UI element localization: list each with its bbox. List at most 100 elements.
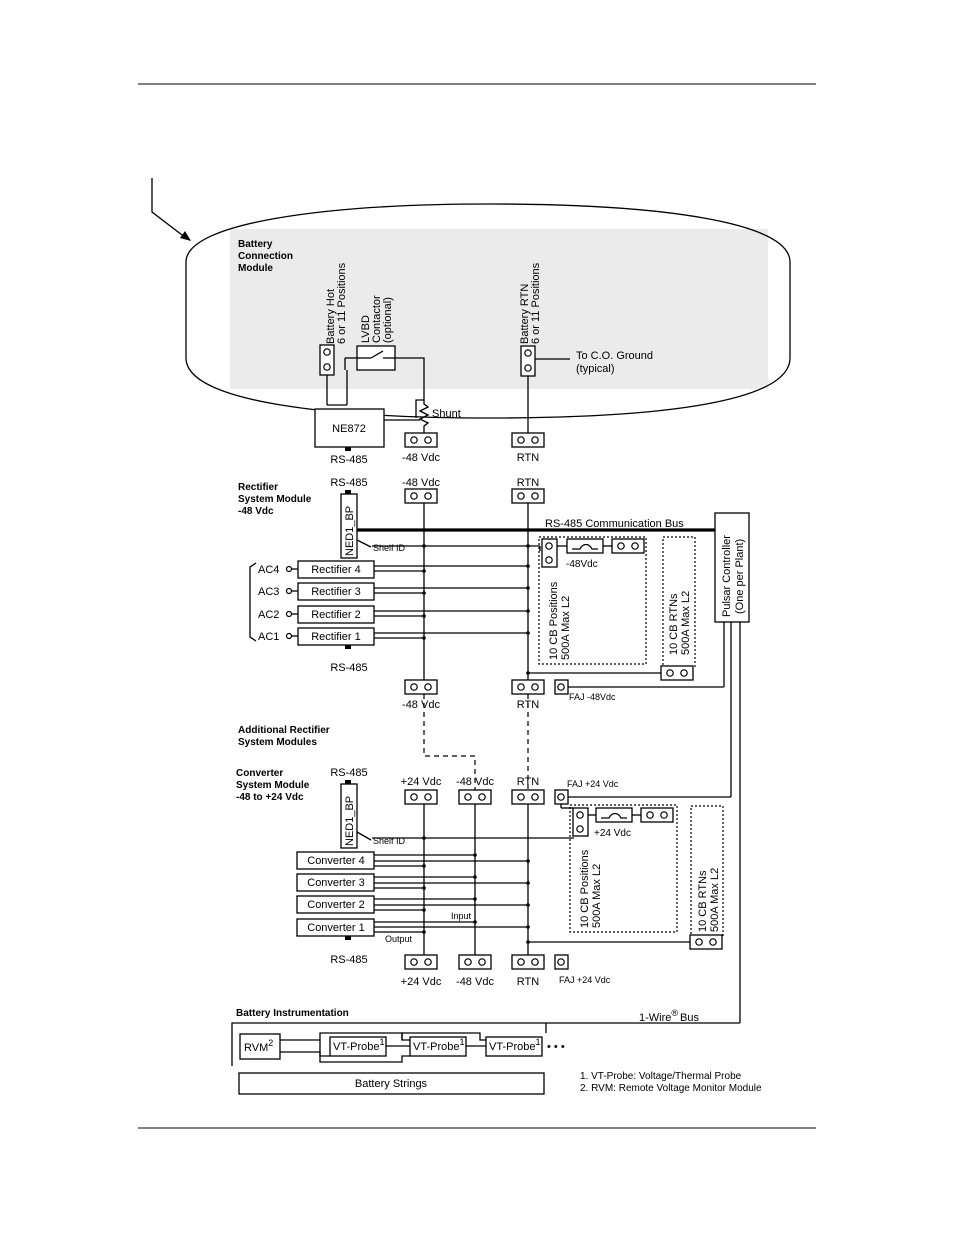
csm-cb-voltage-label: +24 Vdc (594, 828, 631, 839)
ac1-label: AC1 (258, 631, 279, 643)
rectifier-3: AC3 Rectifier 3 (258, 582, 375, 601)
pulsar-wiring (546, 622, 741, 1024)
rsm-cb-output-terminal (611, 538, 645, 554)
rsm-cb-positions-label: 10 CB Positions 500A Max L2 (548, 581, 572, 660)
svg-text:NED1_BP: NED1_BP (344, 506, 356, 556)
battery-hot-terminal (319, 344, 335, 376)
one-wire-bus-label: 1-Wire®Bus (639, 1008, 699, 1024)
svg-text:10 CB Positions: 10 CB Positions (548, 581, 560, 660)
svg-text:10 CB Positions: 10 CB Positions (579, 849, 591, 928)
csm-rs485-bottom-label: RS-485 (330, 954, 367, 966)
additional-48v-dashed-link (423, 694, 476, 790)
csm-cb-output-terminal (640, 807, 674, 823)
bcm-rs485-label: RS-485 (330, 454, 367, 466)
svg-text:Battery RTN: Battery RTN (519, 284, 531, 344)
svg-text:Rectifier 3: Rectifier 3 (311, 586, 361, 598)
csm-rtn-top-label: RTN (517, 776, 539, 788)
csm-48v-top-terminal (458, 789, 492, 805)
vt-probe-3: VT-Probe1 (485, 1036, 543, 1057)
converter-input-label: Input (451, 911, 472, 921)
vt-probe-2: VT-Probe1 (409, 1036, 467, 1057)
svg-text:(One per Plant): (One per Plant) (734, 539, 746, 614)
csm-cb-rtns-terminal (689, 934, 723, 950)
csm-48v-bottom-terminal (458, 954, 492, 970)
converter-2: Converter 2 (296, 895, 375, 914)
battery-rtn-terminal (520, 345, 536, 377)
lvbd-contactor (356, 345, 396, 371)
svg-text:VT-Probe1: VT-Probe1 (333, 1037, 384, 1053)
csm-rtn-bottom-terminal (511, 954, 545, 970)
rs485-bus-label: RS-485 Communication Bus (545, 518, 684, 530)
csm-cb-positions-label: 10 CB Positions 500A Max L2 (579, 849, 603, 928)
svg-text:Converter 4: Converter 4 (307, 855, 364, 867)
svg-text:500A Max L2: 500A Max L2 (560, 596, 572, 660)
rsm-faj-label: FAJ -48Vdc (569, 692, 616, 702)
converter-output-label: Output (385, 934, 413, 944)
rsm-48v-top-terminal (404, 488, 438, 504)
csm-shelf-id-label: Shelf ID (373, 836, 406, 846)
rsm-rs485-bottom-label: RS-485 (330, 662, 367, 674)
rsm-cb-rtns-label: 10 CB RTNs 500A Max L2 (668, 591, 692, 655)
converter-3: Converter 3 (296, 873, 375, 892)
svg-text:Contactor: Contactor (371, 295, 383, 343)
additional-modules-title-2: System Modules (238, 737, 317, 748)
rsm-junctions (422, 544, 530, 675)
ac4-label: AC4 (258, 564, 279, 576)
rsm-cb-voltage-label: -48Vdc (566, 559, 598, 570)
csm-junctions (422, 836, 530, 944)
rectifier-2: AC2 Rectifier 2 (258, 605, 375, 624)
svg-text:Battery Strings: Battery Strings (355, 1078, 428, 1090)
svg-text:10 CB RTNs: 10 CB RTNs (697, 870, 709, 932)
rsm-rtn-top-label: RTN (517, 477, 539, 489)
csm-24v-bottom-label: +24 Vdc (401, 976, 442, 988)
rsm-title-1: Rectifier (238, 482, 278, 493)
co-ground-label-1: To C.O. Ground (576, 350, 653, 362)
svg-text:Rectifier 4: Rectifier 4 (311, 564, 361, 576)
csm-title-1: Converter (236, 768, 283, 779)
bcm-48v-label: -48 Vdc (402, 452, 440, 464)
rsm-breaker-symbol (566, 538, 604, 554)
svg-text:NE872: NE872 (332, 423, 366, 435)
battery-strings: Battery Strings (238, 1072, 545, 1095)
svg-text:(optional): (optional) (382, 297, 394, 343)
rectifier-1: AC1 Rectifier 1 (258, 627, 375, 646)
svg-text:Converter 3: Converter 3 (307, 877, 364, 889)
bcm-wiring (326, 357, 529, 433)
svg-text:500A Max L2: 500A Max L2 (591, 864, 603, 928)
rsm-title-2: System Module (238, 494, 312, 505)
rsm-ned-board: NED1_BP (340, 490, 358, 559)
svg-text:Pulsar Controller: Pulsar Controller (721, 535, 733, 617)
battery-instrumentation: Battery Instrumentation 1-Wire®Bus RVM2 … (231, 1008, 762, 1095)
lvbd-contactor-label: LVBD Contactor (optional) (360, 295, 394, 343)
bcm-rtn-label: RTN (517, 452, 539, 464)
converter-1: Converter 1 (296, 918, 375, 937)
bcm-48v-terminal (404, 432, 438, 448)
probe-ellipsis: • • • (547, 1041, 565, 1053)
csm-cb-input-terminal (572, 807, 589, 837)
pulsar-controller: Pulsar Controller (One per Plant) (714, 512, 750, 623)
bcm-title-1: Battery (238, 239, 273, 250)
battery-connection-module: Battery Connection Module Battery Hot 6 … (185, 203, 791, 419)
ne872-monitor: NE872 (314, 408, 385, 451)
rsm-cb-rtns-terminal (660, 665, 694, 681)
rsm-rs485-top-label: RS-485 (330, 477, 367, 489)
rectifier-system-module: Rectifier System Module -48 Vdc RS-485 -… (238, 477, 724, 711)
svg-text:Battery Hot: Battery Hot (325, 289, 337, 344)
footnote-1: 1. VT-Probe: Voltage/Thermal Probe (580, 1071, 742, 1082)
ac3-label: AC3 (258, 586, 279, 598)
csm-faj-top-label: FAJ +24 Vdc (567, 779, 619, 789)
csm-48v-top-label: -48 Vdc (456, 776, 494, 788)
ac2-label: AC2 (258, 609, 279, 621)
rsm-cb-positions-panel (538, 536, 647, 665)
csm-faj-bottom-label: FAJ +24 Vdc (559, 975, 611, 985)
rsm-48v-bottom-terminal (404, 679, 438, 695)
rsm-48v-top-label: -48 Vdc (402, 477, 440, 489)
csm-faj-top-terminal (554, 789, 569, 805)
csm-rs485-top-label: RS-485 (330, 767, 367, 779)
svg-text:500A Max L2: 500A Max L2 (680, 591, 692, 655)
callout-arrow (151, 178, 191, 241)
bcm-rtn-terminal (511, 432, 545, 448)
csm-24v-bottom-terminal (404, 954, 438, 970)
csm-breaker-symbol (595, 807, 633, 823)
